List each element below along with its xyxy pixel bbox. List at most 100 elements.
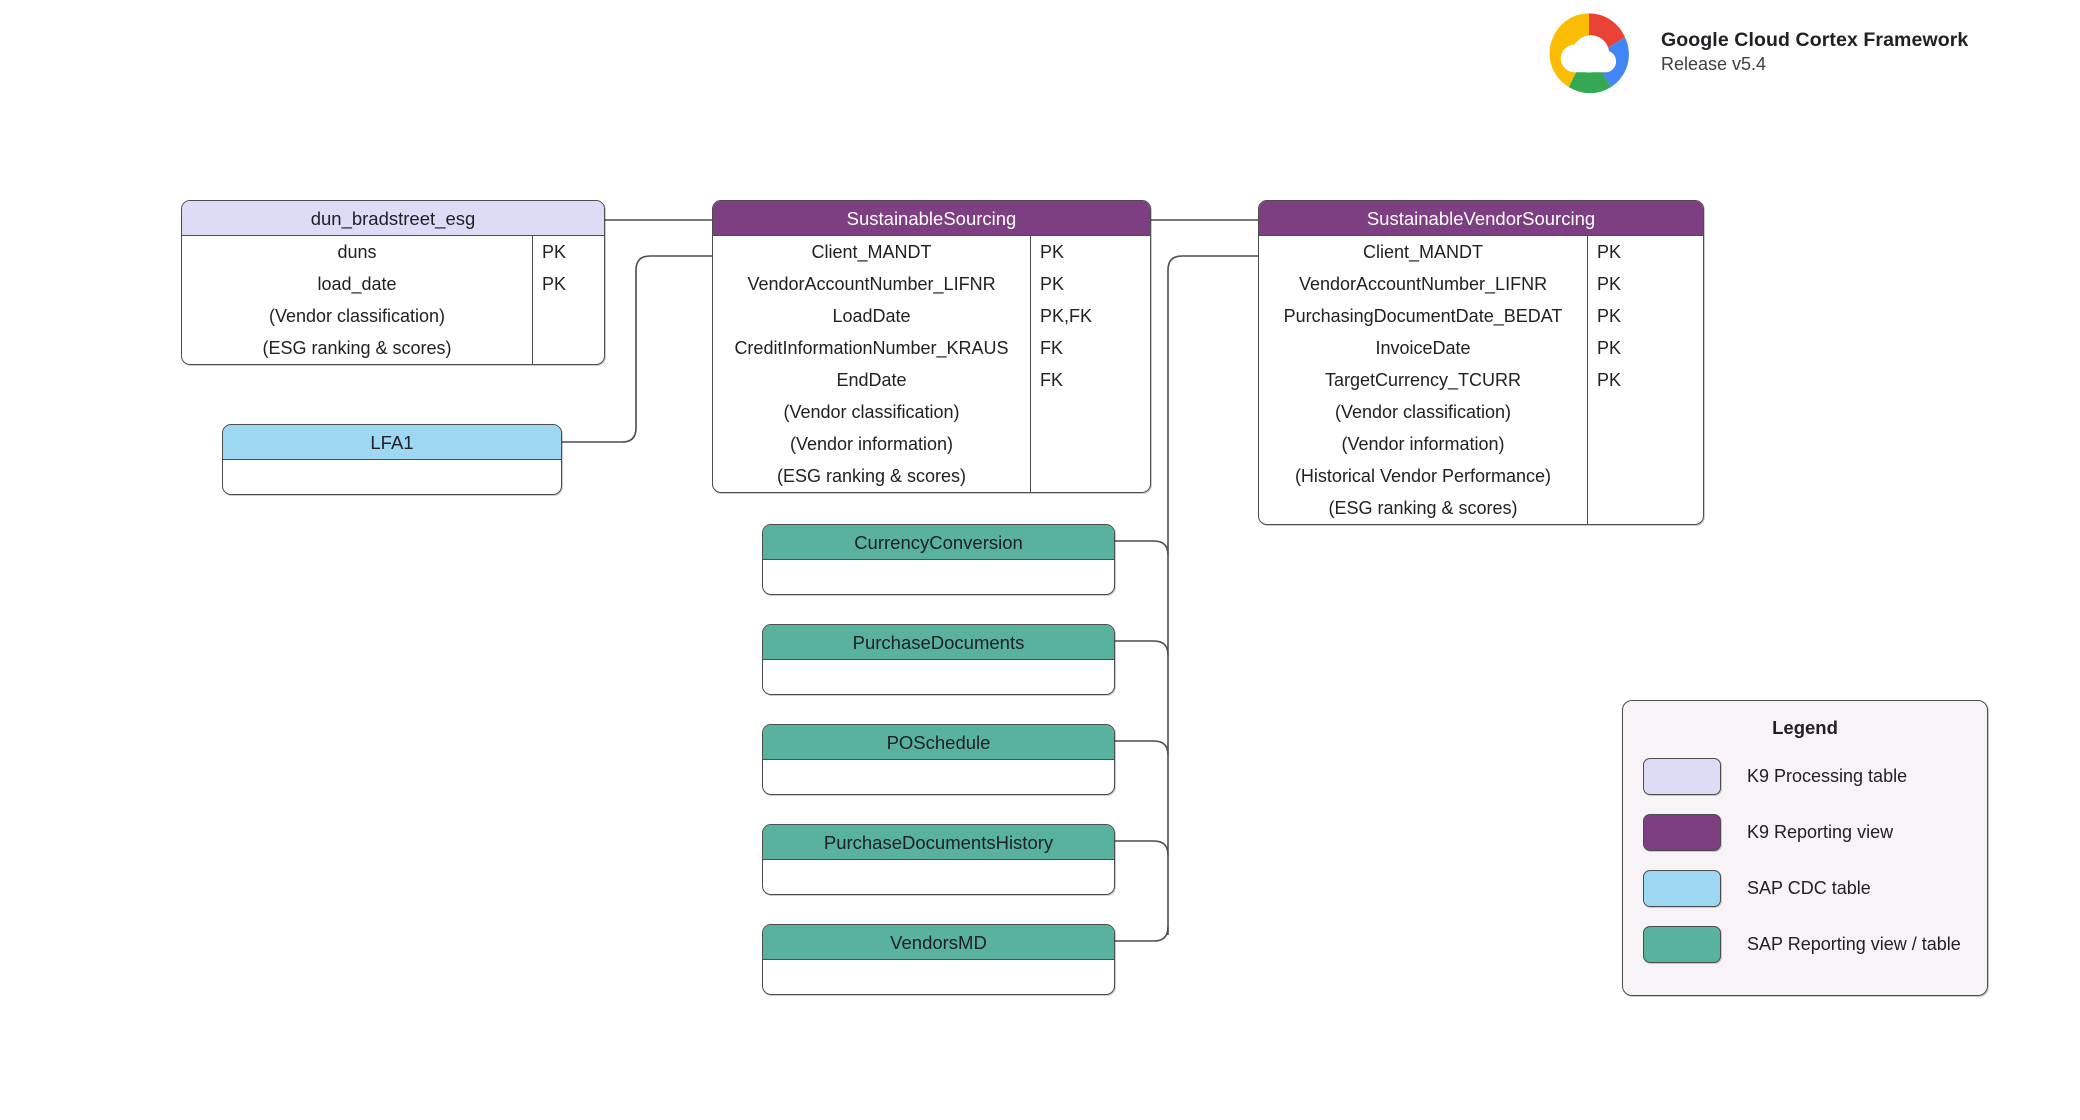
entity-dun-bradstreet-esg[interactable]: dun_bradstreet_esg duns PK load_date PK … — [181, 200, 605, 365]
table-row: EndDate FK — [713, 364, 1150, 396]
entity-purchase-documents-history[interactable]: PurchaseDocumentsHistory — [762, 824, 1115, 895]
table-row: LoadDate PK,FK — [713, 300, 1150, 332]
table-row: (Vendor information) — [1259, 428, 1703, 460]
legend-label: SAP Reporting view / table — [1747, 934, 1961, 954]
field-name: CreditInformationNumber_KRAUS — [734, 337, 1009, 358]
google-cloud-logo-icon — [1549, 13, 1629, 94]
brand-release: Release v5.4 — [1661, 53, 1767, 74]
entity-purchase-documents[interactable]: PurchaseDocuments — [762, 624, 1115, 695]
entity-body-purchase-documents-history — [763, 860, 1114, 894]
legend-label: SAP CDC table — [1747, 878, 1871, 898]
table-row: (Vendor information) — [713, 428, 1150, 460]
entity-header-purchase-documents: PurchaseDocuments — [763, 625, 1114, 660]
table-row: CreditInformationNumber_KRAUS FK — [713, 332, 1150, 364]
legend-panel: Legend K9 Processing table K9 Reporting … — [1622, 700, 1988, 996]
table-row: PurchasingDocumentDate_BEDAT PK — [1259, 300, 1703, 332]
field-name: (ESG ranking & scores) — [776, 465, 967, 486]
entity-header-currency-conversion: CurrencyConversion — [763, 525, 1114, 560]
entity-body-purchase-documents — [763, 660, 1114, 694]
field-key: PK — [1597, 305, 1622, 326]
field-name: (Vendor classification) — [783, 401, 960, 422]
legend-swatch-sap-reporting-view — [1643, 926, 1721, 963]
legend-item-k9-processing-table: K9 Processing table — [1623, 758, 1987, 795]
entity-body-sustainable-sourcing: Client_MANDT PK VendorAccountNumber_LIFN… — [713, 236, 1150, 492]
table-row: Client_MANDT PK — [1259, 236, 1703, 268]
legend-swatch-sap-cdc-table — [1643, 870, 1721, 907]
table-row: (Vendor classification) — [713, 396, 1150, 428]
table-row: (Vendor classification) — [182, 300, 604, 332]
field-key: FK — [1040, 337, 1064, 358]
legend-label: K9 Processing table — [1747, 766, 1908, 786]
table-row: Client_MANDT PK — [713, 236, 1150, 268]
field-name: Client_MANDT — [811, 241, 932, 262]
field-name: (Vendor classification) — [268, 305, 446, 326]
brand-title: Google Cloud Cortex Framework — [1661, 29, 1969, 51]
entity-header-dun-bradstreet-esg: dun_bradstreet_esg — [182, 201, 604, 236]
entity-lfa1[interactable]: LFA1 — [222, 424, 562, 495]
empty-field-area — [763, 960, 1114, 994]
wire-vendorsmd-to-trunk — [1115, 926, 1169, 942]
entity-body-lfa1 — [223, 460, 561, 494]
table-row: (ESG ranking & scores) — [713, 460, 1150, 492]
entity-header-sustainable-vendor-sourcing: SustainableVendorSourcing — [1259, 201, 1703, 236]
table-row: duns PK — [182, 236, 604, 268]
field-name: VendorAccountNumber_LIFNR — [747, 273, 996, 294]
entity-header-vendors-md: VendorsMD — [763, 925, 1114, 960]
entity-body-vendors-md — [763, 960, 1114, 994]
table-row: load_date PK — [182, 268, 604, 300]
entity-body-dun-bradstreet-esg: duns PK load_date PK (Vendor classificat… — [182, 236, 604, 364]
empty-field-area — [763, 560, 1114, 594]
field-key: PK — [1040, 273, 1065, 294]
brand-header: Google Cloud Cortex Framework Release v5… — [1533, 6, 1968, 98]
field-name: VendorAccountNumber_LIFNR — [1298, 273, 1548, 294]
field-name: (Vendor classification) — [1334, 401, 1512, 422]
entity-vendors-md[interactable]: VendorsMD — [762, 924, 1115, 995]
field-key: FK — [1040, 369, 1064, 390]
field-key: PK — [1597, 241, 1622, 262]
empty-field-area — [223, 460, 561, 494]
field-name: duns — [337, 241, 377, 262]
entity-body-currency-conversion — [763, 560, 1114, 594]
empty-field-area — [763, 660, 1114, 694]
entity-currency-conversion[interactable]: CurrencyConversion — [762, 524, 1115, 595]
wire-purchasedocumentshistory-to-trunk — [1115, 840, 1169, 856]
entity-sustainable-vendor-sourcing[interactable]: SustainableVendorSourcing Client_MANDT P… — [1258, 200, 1704, 525]
field-name: (Historical Vendor Performance) — [1294, 465, 1552, 486]
entity-header-sustainable-sourcing: SustainableSourcing — [713, 201, 1150, 236]
table-row: (ESG ranking & scores) — [182, 332, 604, 364]
field-name: (ESG ranking & scores) — [262, 337, 452, 358]
field-name: Client_MANDT — [1362, 241, 1484, 262]
wire-poschedule-to-trunk — [1115, 740, 1169, 756]
legend-title: Legend — [1772, 717, 1838, 738]
entity-sustainable-sourcing[interactable]: SustainableSourcing Client_MANDT PK Vend… — [712, 200, 1151, 493]
legend-item-sap-cdc-table: SAP CDC table — [1623, 870, 1987, 907]
field-key: PK — [542, 273, 567, 294]
field-name: PurchasingDocumentDate_BEDAT — [1283, 305, 1563, 326]
wire-trunk-to-vendorsourcing — [1167, 255, 1258, 935]
entity-po-schedule[interactable]: POSchedule — [762, 724, 1115, 795]
field-key: PK — [1597, 337, 1622, 358]
field-key: PK — [542, 241, 567, 262]
table-row: (ESG ranking & scores) — [1259, 492, 1703, 524]
table-row: (Historical Vendor Performance) — [1259, 460, 1703, 492]
field-key: PK — [1597, 273, 1622, 294]
field-key: PK,FK — [1040, 305, 1093, 326]
empty-field-area — [763, 860, 1114, 894]
entity-body-po-schedule — [763, 760, 1114, 794]
entity-header-po-schedule: POSchedule — [763, 725, 1114, 760]
legend-item-sap-reporting-view: SAP Reporting view / table — [1623, 926, 1987, 963]
field-key: PK — [1597, 369, 1622, 390]
field-name: load_date — [317, 273, 397, 294]
table-row: InvoiceDate PK — [1259, 332, 1703, 364]
legend-swatch-k9-processing-table — [1643, 758, 1721, 795]
field-name: (ESG ranking & scores) — [1328, 497, 1518, 518]
field-name: (Vendor information) — [789, 433, 954, 454]
field-name: TargetCurrency_TCURR — [1324, 369, 1522, 390]
wire-purchasedocuments-to-trunk — [1115, 640, 1169, 656]
field-key: PK — [1040, 241, 1065, 262]
table-row: VendorAccountNumber_LIFNR PK — [1259, 268, 1703, 300]
empty-field-area — [763, 760, 1114, 794]
field-name: (Vendor information) — [1341, 433, 1505, 454]
field-name: InvoiceDate — [1375, 337, 1471, 358]
